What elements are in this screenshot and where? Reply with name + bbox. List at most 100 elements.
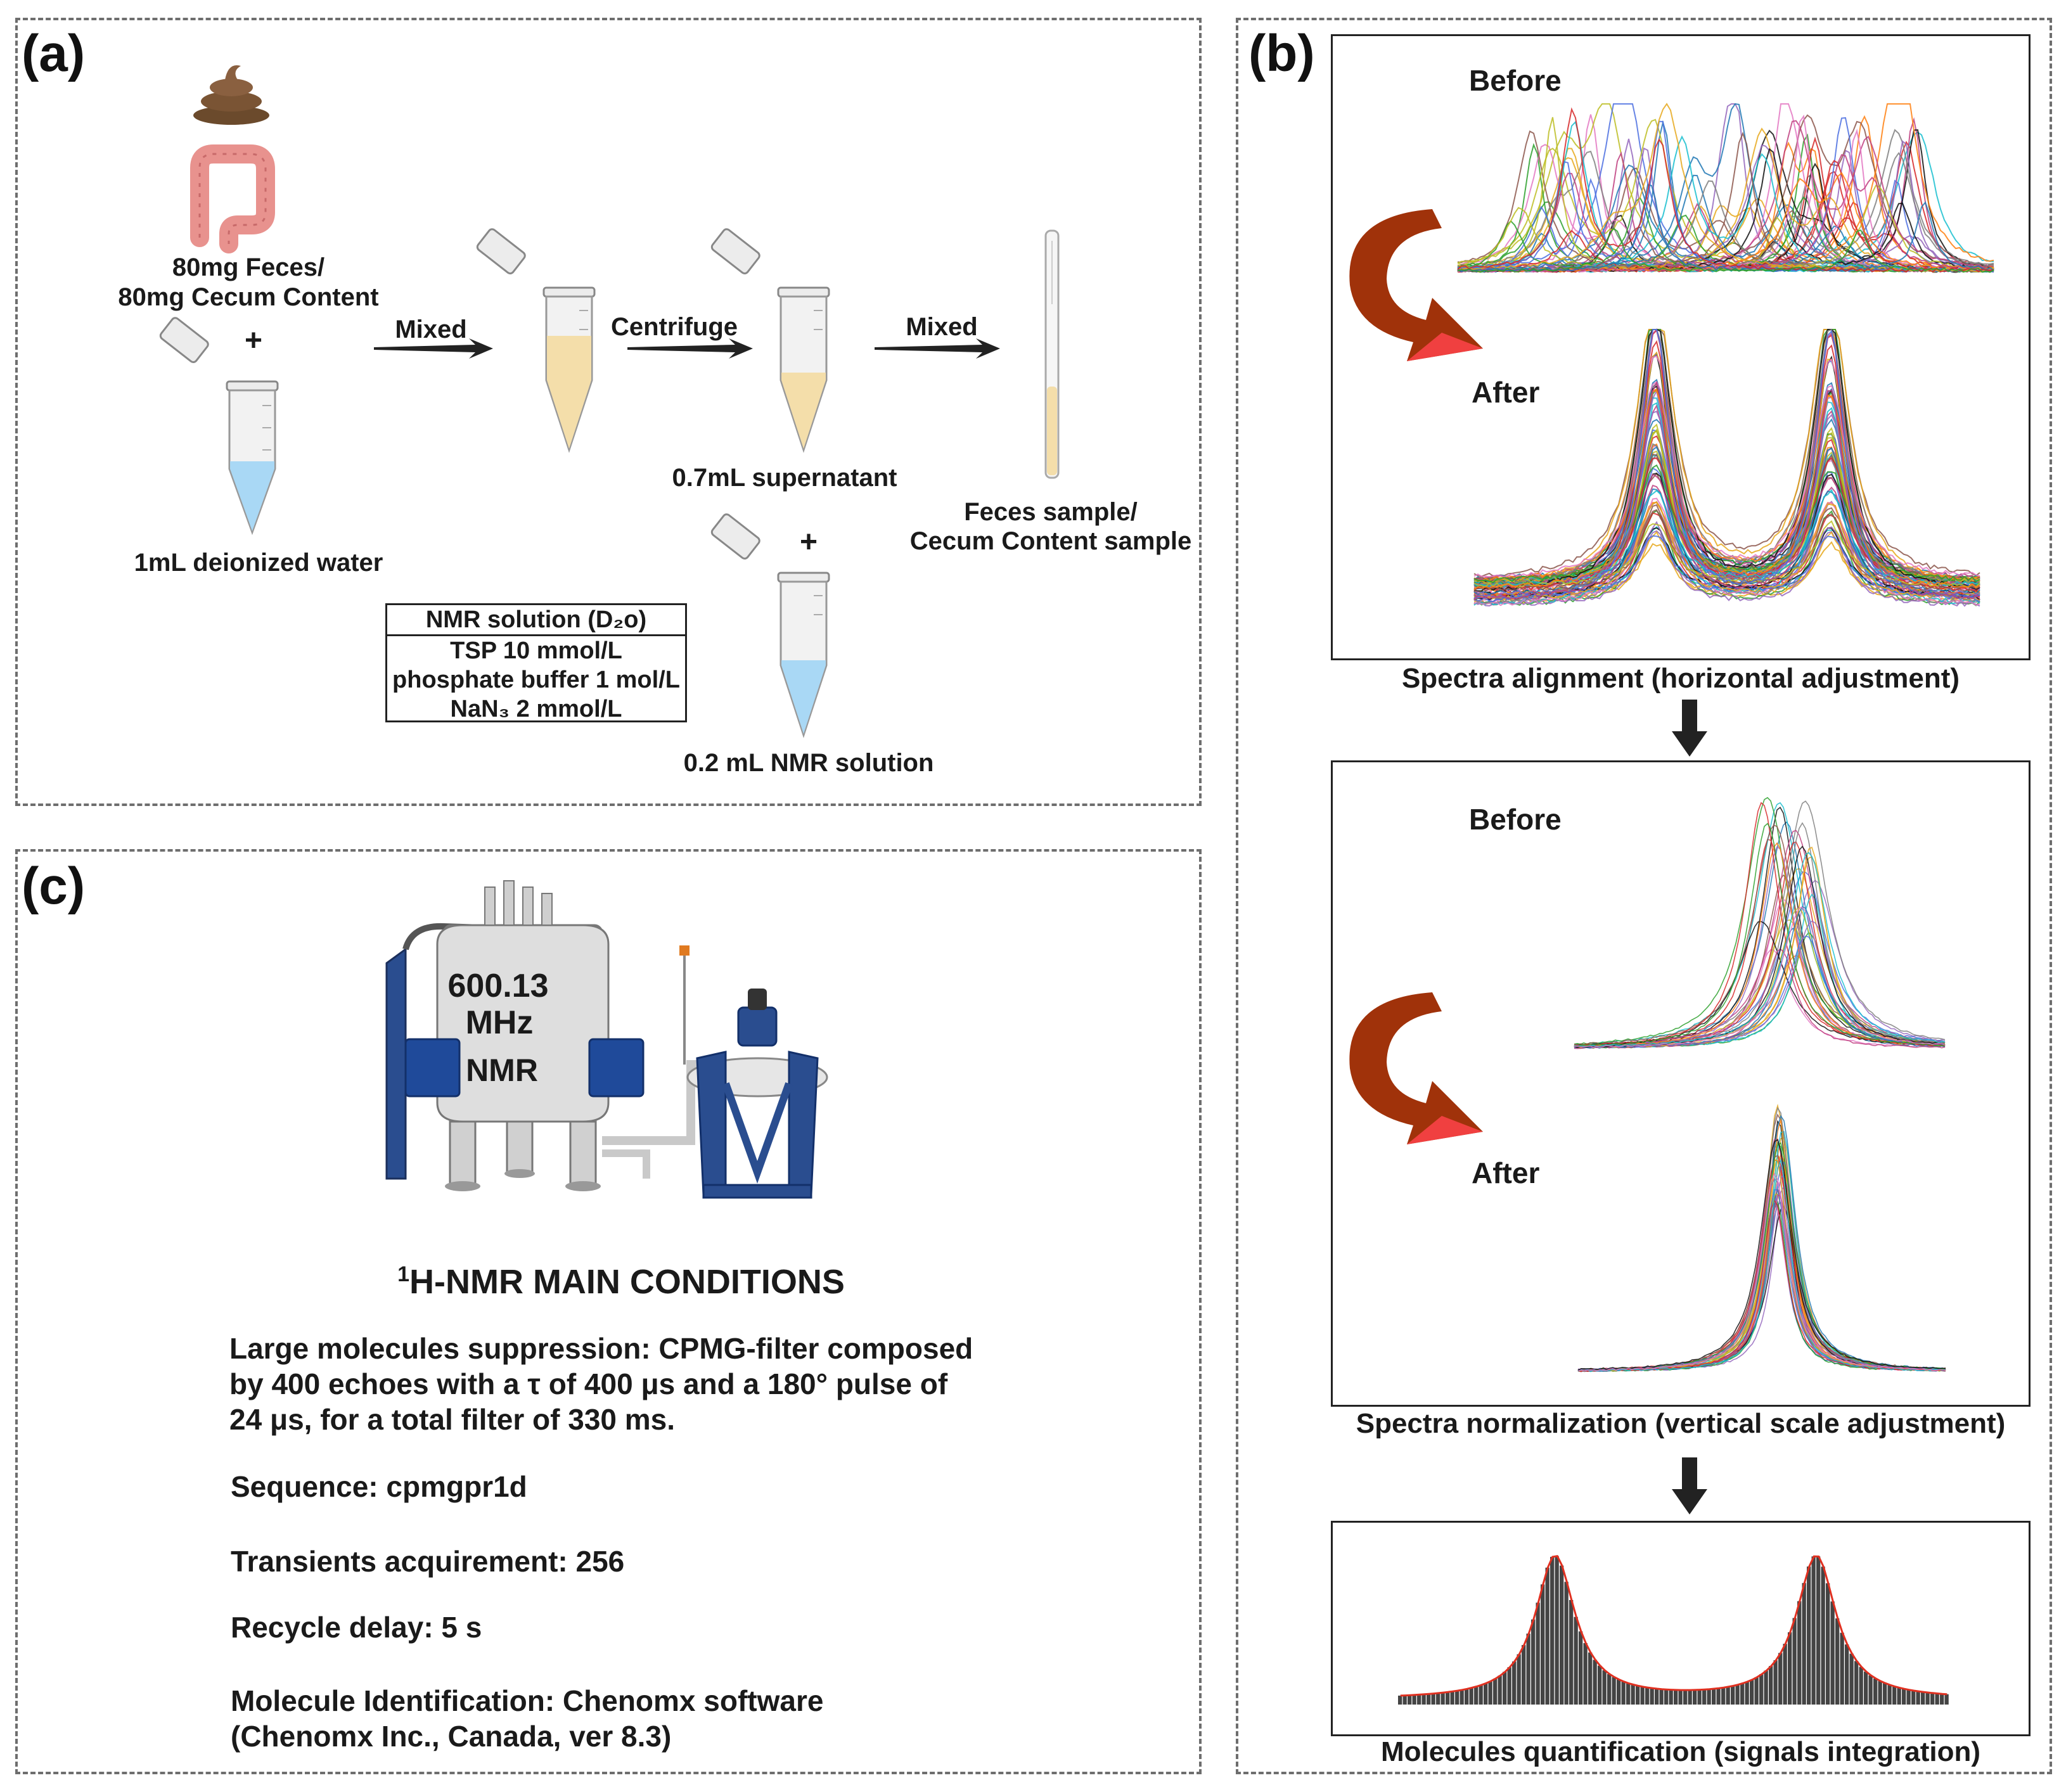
histogram-bar xyxy=(1412,1694,1416,1705)
spectrum-trace xyxy=(1473,501,1980,601)
arrow-right-icon xyxy=(627,338,753,359)
plus-sign-2: + xyxy=(799,525,818,559)
arrow-mixed-2-label: Mixed xyxy=(906,313,978,341)
supernatant-label: 0.7mL supernatant xyxy=(672,464,897,492)
histogram-bar xyxy=(1944,1694,1949,1705)
histogram-bar xyxy=(1716,1688,1721,1705)
tube-mixture-icon xyxy=(476,228,596,453)
histogram-bar xyxy=(1564,1582,1569,1705)
panel-c xyxy=(15,849,1202,1774)
arrow-mixed-1-label: Mixed xyxy=(395,316,467,343)
histogram-bar xyxy=(1902,1689,1906,1705)
histogram-bar xyxy=(1811,1556,1816,1705)
histogram-bar xyxy=(1835,1618,1840,1705)
spectrum-trace xyxy=(1473,380,1980,601)
spectrum-trace xyxy=(1473,328,1980,604)
histogram-bar xyxy=(1664,1689,1669,1705)
tube-supernatant-icon xyxy=(710,228,830,453)
histogram-bar xyxy=(1617,1679,1621,1705)
histogram-bar xyxy=(1802,1583,1806,1705)
final-sample-label-1: Feces sample/ xyxy=(964,498,1138,526)
spectrum-trace xyxy=(1577,1172,1946,1372)
histogram-bar xyxy=(1688,1690,1692,1705)
spectrum-trace xyxy=(1574,874,1946,1048)
histogram-bar xyxy=(1450,1691,1454,1705)
histogram-bar xyxy=(1750,1679,1754,1705)
nmr-solution-label: 0.2 mL NMR solution xyxy=(683,749,934,777)
spectrum-trace xyxy=(1473,535,1980,599)
histogram-bar xyxy=(1621,1681,1626,1705)
arrow-down-icon xyxy=(1672,1457,1707,1514)
histogram-bar xyxy=(1503,1672,1507,1705)
panel-b-label: (b) xyxy=(1248,25,1315,82)
histogram-bar xyxy=(1740,1683,1745,1705)
histogram-bar xyxy=(1650,1688,1654,1705)
histogram-bar xyxy=(1402,1695,1407,1705)
condition-suppression: Large molecules suppression: CPMG-filter… xyxy=(229,1332,973,1436)
histogram-bar xyxy=(1636,1686,1640,1705)
histogram-bar xyxy=(1897,1687,1901,1705)
histogram-bar xyxy=(1421,1694,1426,1705)
histogram-bar xyxy=(1659,1689,1664,1705)
histogram-bar xyxy=(1807,1566,1811,1705)
histogram-bar xyxy=(1906,1689,1911,1705)
spectrum-trace xyxy=(1574,907,1946,1048)
spectrum-trace xyxy=(1473,435,1980,587)
condition-recycle-delay: Recycle delay: 5 s xyxy=(231,1611,482,1644)
histogram-bar xyxy=(1493,1679,1498,1705)
histogram-bar xyxy=(1935,1693,1939,1705)
spectrum-trace xyxy=(1473,497,1980,606)
alignment-before-label: Before xyxy=(1469,64,1562,97)
histogram-bar xyxy=(1498,1675,1502,1705)
histogram-bar xyxy=(1484,1683,1488,1705)
arrow-down-icon xyxy=(1672,700,1707,757)
sample-label-1: 80mg Feces/ xyxy=(172,253,325,281)
spectrum-trace xyxy=(1473,381,1980,578)
histogram-bar xyxy=(1707,1689,1711,1705)
panel-a xyxy=(15,18,1202,806)
caption-alignment: Spectra alignment (horizontal adjustment… xyxy=(1401,663,1960,694)
spectrum-trace xyxy=(1473,388,1980,591)
histogram-bar xyxy=(1417,1694,1421,1705)
condition-sequence: Sequence: cpmgpr1d xyxy=(231,1470,527,1503)
arrow-centrifuge-label: Centrifuge xyxy=(611,313,738,341)
heading-superscript: 1 xyxy=(397,1262,409,1286)
spectrum-trace xyxy=(1574,822,1946,1048)
histogram-bar xyxy=(1826,1583,1830,1705)
histogram-bar xyxy=(1607,1674,1612,1705)
curved-arrow-icon xyxy=(1349,209,1483,361)
histogram-bar xyxy=(1892,1686,1897,1705)
histogram-bar xyxy=(1911,1691,1916,1705)
histogram-bar xyxy=(1446,1692,1450,1705)
histogram-bar xyxy=(1488,1681,1492,1705)
spectrum-trace xyxy=(1473,329,1980,592)
histogram-bar xyxy=(1792,1618,1797,1705)
histogram-bar xyxy=(1440,1693,1445,1705)
arrow-right-icon xyxy=(875,338,1000,359)
nmr-table-title: NMR solution (D₂o) xyxy=(387,605,685,636)
histogram-bar xyxy=(1702,1689,1707,1705)
histogram-bar xyxy=(1640,1686,1645,1705)
sample-label-2: 80mg Cecum Content xyxy=(118,283,379,311)
normalization-before-label: Before xyxy=(1469,803,1562,836)
histogram-bar xyxy=(1669,1689,1673,1705)
histogram-bar xyxy=(1816,1556,1821,1705)
histogram-bar xyxy=(1721,1687,1726,1705)
histogram-bar xyxy=(1555,1556,1559,1705)
spectrum-trace xyxy=(1473,388,1980,582)
spectrum-trace xyxy=(1473,329,1980,577)
histogram-bar xyxy=(1821,1566,1825,1705)
histogram-bar xyxy=(1517,1654,1521,1705)
histogram-bar xyxy=(1531,1619,1536,1705)
histogram-bar xyxy=(1583,1643,1588,1705)
normalization-frame xyxy=(1331,760,2031,1407)
histogram-bar xyxy=(1845,1644,1849,1705)
unnormalized-spectra xyxy=(1574,797,1946,1049)
histogram-bar xyxy=(1840,1632,1844,1705)
nmr-solution-table: NMR solution (D₂o) TSP 10 mmol/L phospha… xyxy=(385,603,687,722)
histogram-bar xyxy=(1398,1695,1402,1705)
final-sample-label-2: Cecum Content sample xyxy=(909,527,1192,555)
histogram-bar xyxy=(1655,1689,1659,1705)
alignment-after-label: After xyxy=(1472,376,1540,409)
histogram-bar xyxy=(1579,1631,1583,1705)
